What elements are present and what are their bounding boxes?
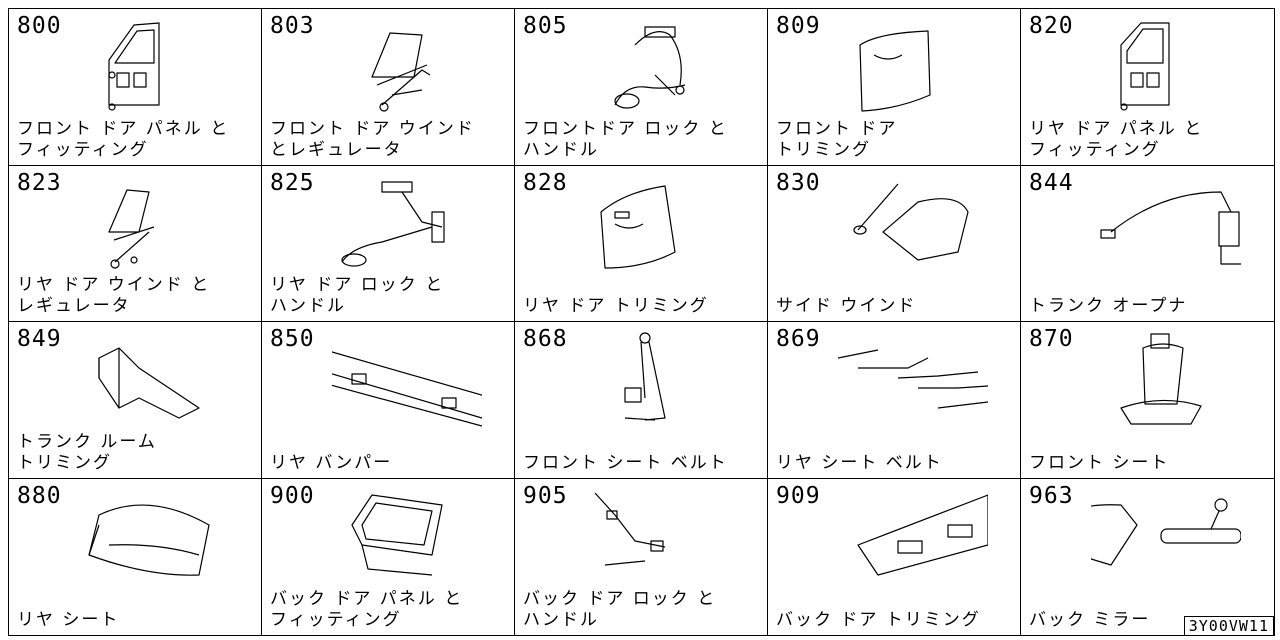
part-code: 828 [523, 169, 568, 196]
part-cell-850[interactable]: 850 リヤ バンパー [262, 322, 515, 479]
part-cell-869[interactable]: 869 リヤ シート ベルト [768, 322, 1021, 479]
part-code: 800 [17, 13, 62, 39]
part-code: 963 [1029, 482, 1074, 509]
door-trim-icon [838, 15, 988, 115]
part-code: 823 [17, 169, 62, 196]
front-seat-icon [1091, 328, 1241, 428]
part-label: リヤ ドア ウインド とレギュレータ [17, 275, 211, 316]
rear-bumper-icon [311, 328, 493, 428]
part-label: リヤ ドア トリミング [523, 296, 709, 316]
part-code: 900 [270, 482, 315, 509]
part-label: リヤ シート [17, 610, 120, 630]
rear-door-trim-icon [585, 172, 735, 272]
part-code: 880 [17, 482, 62, 509]
part-cell-809[interactable]: 809 フロント ドアトリミング [768, 9, 1021, 166]
part-label: バック ドア トリミング [776, 610, 981, 630]
part-cell-803[interactable]: 803 フロント ドア ウインドとレギュレータ [262, 9, 515, 166]
part-cell-805[interactable]: 805 フロントドア ロック とハンドル [515, 9, 768, 166]
part-cell-830[interactable]: 830 サイド ウインド [768, 165, 1021, 322]
rear-lock-handle-icon [332, 172, 482, 272]
part-code: 830 [776, 169, 821, 196]
part-cell-900[interactable]: 900 バック ドア パネル とフィッティング [262, 478, 515, 635]
part-code: 849 [17, 326, 62, 352]
part-cell-823[interactable]: 823 リヤ ドア ウインド とレギュレータ [9, 165, 262, 322]
trunk-room-trim-icon [79, 328, 229, 428]
part-label: リヤ バンパー [270, 452, 393, 473]
part-label: リヤ ドア パネル とフィッティング [1029, 118, 1204, 160]
part-cell-825[interactable]: 825 リヤ ドア ロック とハンドル [262, 165, 515, 322]
back-door-panel-icon [332, 485, 482, 585]
part-label: フロントドア ロック とハンドル [523, 118, 728, 160]
part-label: リヤ ドア ロック とハンドル [270, 275, 445, 316]
part-label: フロント シート [1029, 452, 1170, 473]
part-label: バック ミラー [1029, 610, 1151, 630]
part-code: 805 [523, 13, 568, 39]
rear-view-mirror-icon [1070, 485, 1242, 585]
part-cell-868[interactable]: 868 フロント シート ベルト [515, 322, 768, 479]
part-label: フロント シート ベルト [523, 452, 728, 473]
door-lock-handle-icon [585, 15, 735, 115]
part-label: フロント ドアトリミング [776, 118, 898, 160]
part-label: サイド ウインド [776, 296, 917, 316]
part-label: トランク オープナ [1029, 296, 1188, 316]
part-code: 825 [270, 169, 315, 196]
part-cell-963[interactable]: 963 バック ミラー [1021, 479, 1274, 636]
part-code: 820 [1029, 13, 1074, 39]
part-cell-800[interactable]: 800 フロント ドア パネル とフィッティング [9, 9, 262, 166]
part-label: フロント ドア パネル とフィッティング [17, 118, 230, 160]
back-door-lock-icon [585, 485, 735, 585]
part-label: バック ドア ロック とハンドル [523, 589, 717, 630]
part-label: フロント ドア ウインドとレギュレータ [270, 118, 475, 160]
part-cell-820[interactable]: 820 リヤ ドア パネル とフィッティング [1021, 9, 1274, 166]
rear-window-regulator-icon [79, 172, 229, 272]
front-door-panel-icon [79, 15, 229, 115]
part-cell-828[interactable]: 828 リヤ ドア トリミング [515, 165, 768, 322]
front-seat-belt-icon [585, 328, 735, 428]
part-label: バック ドア パネル とフィッティング [270, 589, 464, 630]
part-code: 869 [776, 326, 821, 352]
parts-index-grid: 800 フロント ドア パネル とフィッティング 803 フロント ドア ウイン… [8, 8, 1275, 636]
part-label: リヤ シート ベルト [776, 452, 943, 473]
rear-seat-belt-icon [837, 328, 989, 428]
trunk-opener-icon [1091, 172, 1241, 272]
part-cell-844[interactable]: 844 トランク オープナ [1021, 166, 1274, 322]
part-cell-880[interactable]: 880 リヤ シート [9, 478, 262, 635]
rear-seat-icon [79, 485, 229, 585]
drawing-reference-code: 3Y00VW11 [1183, 616, 1274, 636]
part-code: 850 [270, 326, 315, 352]
part-label: トランク ルームトリミング [17, 431, 157, 473]
part-code: 803 [270, 13, 315, 39]
side-window-icon [838, 172, 988, 272]
part-cell-909[interactable]: 909 バック ドア トリミング [768, 478, 1021, 635]
back-door-trim-icon [838, 485, 989, 585]
part-cell-905[interactable]: 905 バック ドア ロック とハンドル [515, 478, 768, 635]
rear-door-panel-icon [1091, 15, 1241, 115]
part-code: 844 [1029, 169, 1074, 196]
part-code: 909 [776, 482, 821, 509]
part-code: 809 [776, 13, 821, 39]
part-cell-870[interactable]: 870 フロント シート [1021, 322, 1274, 479]
part-code: 905 [523, 482, 568, 509]
part-cell-849[interactable]: 849 トランク ルームトリミング [9, 322, 262, 479]
door-window-regulator-icon [332, 15, 482, 115]
part-code: 870 [1029, 326, 1074, 352]
part-code: 868 [523, 326, 568, 352]
